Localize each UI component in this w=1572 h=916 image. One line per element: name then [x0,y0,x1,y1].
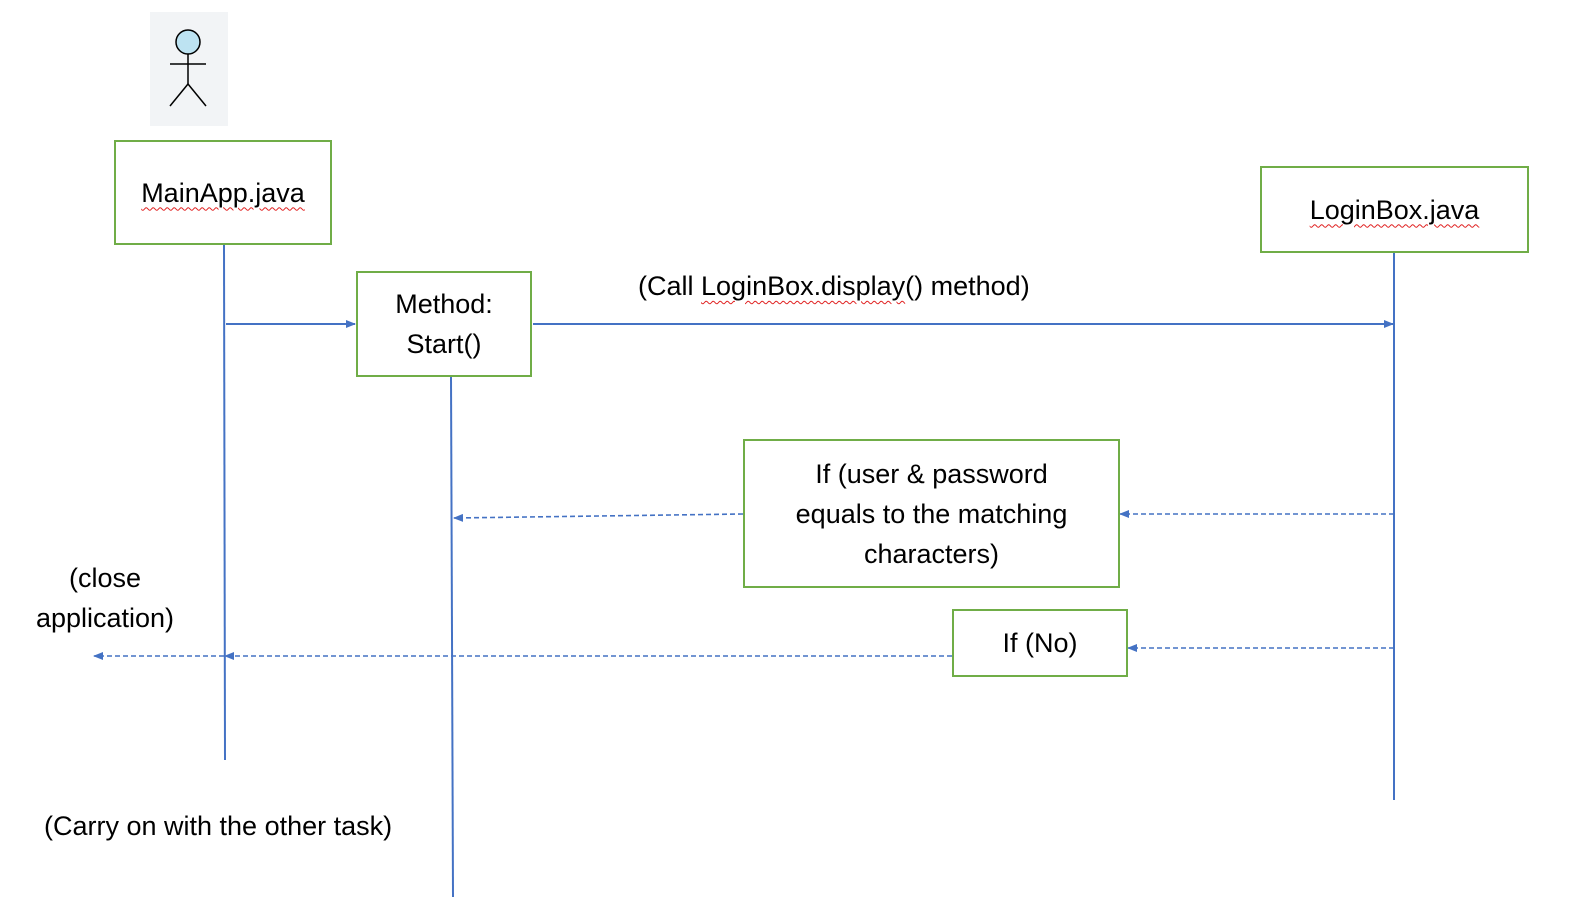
message-label-call: (Call LoginBox.display() method) [638,266,1030,306]
condition-match-line1: If (user & password [815,458,1048,489]
note-close-line2: application) [35,603,175,633]
lifeline-start [450,375,454,898]
participant-mainapp[interactable]: MainApp.java [114,140,332,245]
condition-match-line2: equals to the matching [795,498,1068,529]
stick-figure-actor-icon [169,29,207,107]
note-carry-on-label: (Carry on with the other task) [44,811,393,841]
lifeline-mainapp [223,243,226,761]
note-close-application: (close application) [20,558,190,638]
condition-no[interactable]: If (No) [952,609,1128,677]
condition-credentials-match[interactable]: If (user & password equals to the matchi… [743,439,1120,588]
note-close-line1: (close [68,563,142,593]
message-label-call-method: LoginBox.display [701,271,906,301]
participant-loginbox-label: LoginBox.java [1309,194,1480,225]
note-carry-on: (Carry on with the other task) [44,806,392,846]
participant-loginbox[interactable]: LoginBox.java [1260,166,1529,253]
condition-match-line3: characters) [863,538,1000,569]
return-match-condition-to-start [453,513,744,522]
participant-mainapp-label: MainApp.java [141,177,305,208]
actor [150,12,228,126]
message-label-call-suffix: () method) [905,271,1030,301]
message-label-call-prefix: (Call [638,271,702,301]
activation-label-line1: Method: [395,289,493,319]
activation-label-line2: Start() [406,329,482,359]
activation-start-method[interactable]: Method: Start() [356,271,532,377]
condition-no-label: If (No) [1002,628,1078,658]
